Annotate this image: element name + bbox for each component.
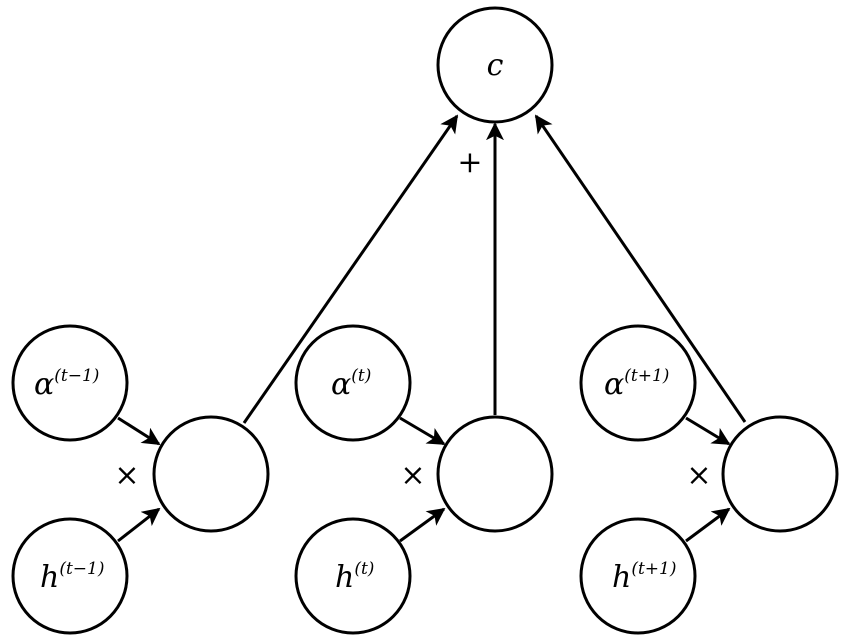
edge-alpha-t+1-to-product (685, 416, 731, 446)
edge-product-t-1-to-c (242, 114, 459, 424)
multiply-operator-t+1: × (686, 458, 711, 493)
edge-alpha-t-1-to-product (117, 416, 161, 446)
h-label-t: h(t) (335, 559, 374, 595)
alpha-node-t-1 (11, 324, 129, 442)
alpha-node-t (294, 324, 412, 442)
step-t-plus-1: α(t+1) × h(t+1) (579, 324, 839, 635)
edge-alpha-t-to-product (399, 416, 446, 446)
multiply-operator-t: × (400, 458, 425, 493)
h-label-t-1: h(t−1) (40, 559, 104, 595)
step-t-minus-1: α(t−1) × h(t−1) (11, 324, 270, 635)
alpha-label-t-1: α(t−1) (34, 366, 99, 402)
edge-h-t-to-product (399, 507, 446, 543)
sum-operator: + (457, 145, 482, 180)
edge-h-t+1-to-product (685, 507, 731, 543)
product-node-t-1 (152, 415, 270, 533)
product-node-t (436, 415, 554, 533)
context-label: c (487, 48, 504, 83)
product-node-t+1 (721, 415, 839, 533)
context-node (436, 6, 554, 124)
h-node-t+1 (579, 517, 697, 635)
multiply-operator-t-1: × (114, 458, 139, 493)
h-node-t-1 (11, 517, 129, 635)
alpha-label-t: α(t) (331, 366, 371, 402)
alpha-node-t+1 (579, 324, 697, 442)
h-node-t (294, 517, 412, 635)
alpha-label-t+1: α(t+1) (604, 366, 669, 402)
step-t: α(t) × h(t) (294, 324, 554, 635)
h-label-t+1: h(t+1) (612, 559, 676, 595)
edge-h-t-1-to-product (117, 507, 161, 543)
edge-product-t+1-to-c (534, 114, 747, 423)
